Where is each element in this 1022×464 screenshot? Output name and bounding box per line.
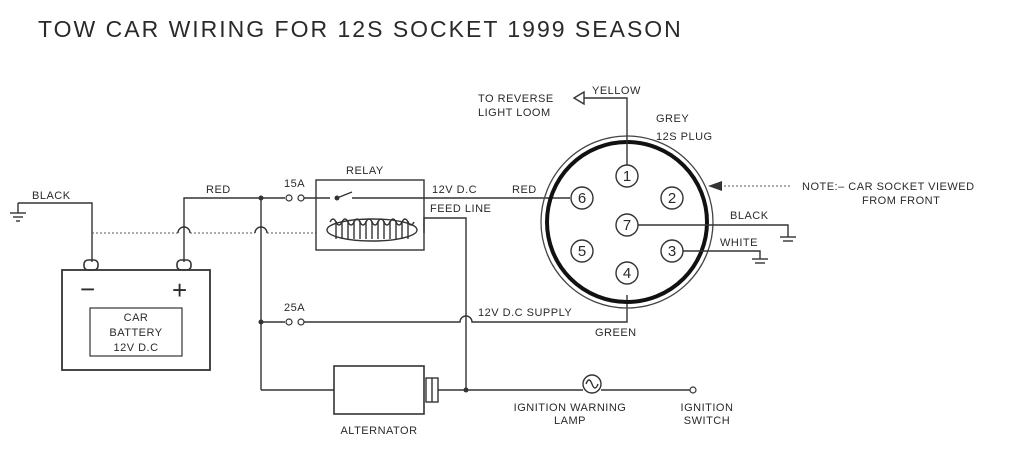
svg-text:7: 7 <box>623 217 631 234</box>
svg-text:3: 3 <box>668 243 676 260</box>
yellow-wire-pin1 <box>584 97 628 165</box>
ignition-warning-lamp <box>582 374 602 394</box>
label-yellow: YELLOW <box>592 85 641 97</box>
pin-5: 5 <box>570 239 594 263</box>
label-green: GREEN <box>595 327 637 339</box>
ground-symbol-pin7 <box>780 236 796 242</box>
car-battery <box>61 259 211 371</box>
label-ign-switch-line2: SWITCH <box>684 415 730 427</box>
pin-7: 7 <box>615 213 639 237</box>
diagram-title: TOW CAR WIRING FOR 12S SOCKET 1999 SEASO… <box>38 16 683 42</box>
label-relay: RELAY <box>346 165 384 177</box>
label-red-left: RED <box>206 184 231 196</box>
label-ign-lamp-line1: IGNITION WARNING <box>514 402 627 414</box>
label-fuse-25a: 25A <box>284 302 305 314</box>
battery-label-line1: CAR <box>124 312 149 324</box>
fuse-15a <box>285 194 305 202</box>
alternator <box>333 365 425 415</box>
ground-symbol-pin3 <box>752 258 768 264</box>
red-wire-battery <box>183 197 285 262</box>
pin-2: 2 <box>660 186 684 210</box>
ground-symbol-left <box>10 203 26 222</box>
battery-positive-sign: + <box>172 275 187 305</box>
label-ign-lamp-line2: LAMP <box>554 415 586 427</box>
relay-coil-feed-wire <box>423 217 467 390</box>
label-alternator: ALTERNATOR <box>340 425 417 437</box>
label-black-left: BLACK <box>32 190 71 202</box>
battery-label-line2: BATTERY <box>109 327 162 339</box>
note-line1: NOTE:– CAR SOCKET VIEWED <box>802 181 975 193</box>
black-wire-left <box>18 202 93 262</box>
svg-text:2: 2 <box>668 190 676 207</box>
label-reverse-line2: LIGHT LOOM <box>478 107 551 119</box>
battery-negative-sign: − <box>80 274 95 304</box>
label-12v-supply: 12V D.C SUPPLY <box>478 307 572 319</box>
svg-text:6: 6 <box>578 190 586 207</box>
label-fuse-15a: 15A <box>284 178 305 190</box>
label-white: WHITE <box>720 237 758 249</box>
pin-1: 1 <box>615 164 639 188</box>
svg-text:4: 4 <box>623 265 631 282</box>
arrow-to-reverse <box>572 90 585 106</box>
label-plug-line1: GREY <box>656 113 689 125</box>
label-plug-line2: 12S PLUG <box>656 131 713 143</box>
pin-3: 3 <box>660 239 684 263</box>
note-arrow <box>708 181 722 191</box>
supply-wire-to-pin4 <box>261 295 628 323</box>
ignition-switch-terminal <box>689 386 697 394</box>
label-reverse-line1: TO REVERSE <box>478 93 554 105</box>
label-12v-dc: 12V D.C <box>432 184 477 196</box>
fuse-25a <box>285 318 305 326</box>
pin-6: 6 <box>570 186 594 210</box>
alternator-terminal <box>425 377 439 403</box>
wire-hop-1 <box>177 226 191 234</box>
label-ign-switch-line1: IGNITION <box>681 402 734 414</box>
svg-text:1: 1 <box>623 168 631 185</box>
junction-dot <box>463 387 469 393</box>
note-line2: FROM FRONT <box>862 195 940 207</box>
white-wire-pin3 <box>683 250 761 259</box>
svg-text:5: 5 <box>578 243 586 260</box>
label-feed-line: FEED LINE <box>430 203 491 215</box>
pin-4: 4 <box>615 261 639 285</box>
label-red-right: RED <box>512 184 537 196</box>
battery-label-line3: 12V D.C <box>113 342 158 354</box>
black-wire-pin7 <box>638 224 789 237</box>
label-black-right: BLACK <box>730 210 769 222</box>
relay <box>315 179 425 251</box>
junction-dot <box>258 195 264 201</box>
